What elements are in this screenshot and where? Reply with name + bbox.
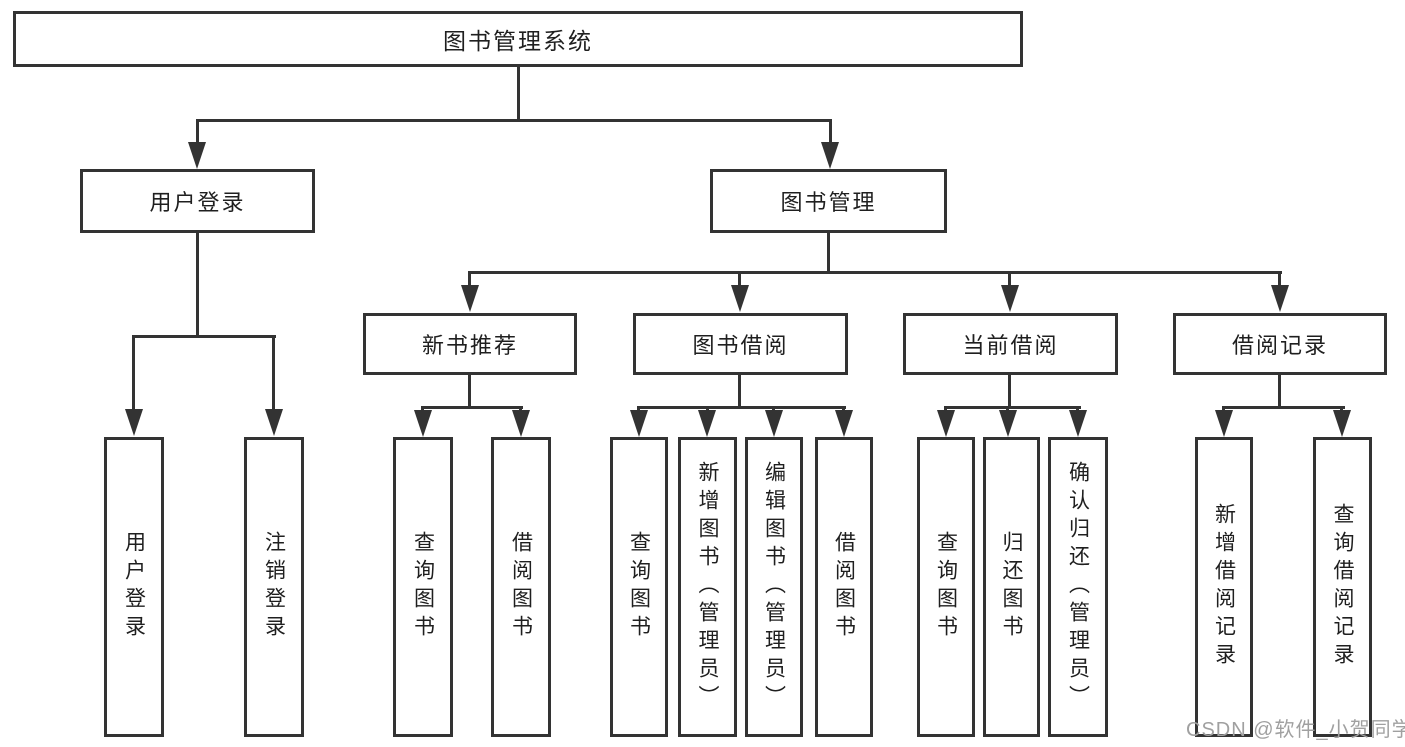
connector-stem xyxy=(196,119,199,145)
node-borrowing-records: 借阅记录 xyxy=(1173,313,1387,375)
leaf-borrow-books-recommend: 借阅图书 xyxy=(491,437,551,737)
node-label: 新增借阅记录 xyxy=(1212,503,1236,671)
node-label: 图书管理系统 xyxy=(443,28,593,54)
node-label: 图书借阅 xyxy=(692,333,789,358)
connector-stem xyxy=(1278,374,1281,408)
node-book-management: 图书管理 xyxy=(710,169,947,233)
connector-stem xyxy=(517,67,520,121)
leaf-user-login: 用户登录 xyxy=(104,437,164,737)
arrow-down-icon xyxy=(125,409,143,436)
node-user-login: 用户登录 xyxy=(80,169,315,233)
arrow-down-icon xyxy=(835,410,853,437)
node-label: 注销登录 xyxy=(262,531,286,643)
connector-bar xyxy=(468,271,1282,274)
connector-bar xyxy=(637,406,846,409)
arrow-down-icon xyxy=(461,285,479,312)
arrow-down-icon xyxy=(265,409,283,436)
node-new-book-recommendation: 新书推荐 xyxy=(363,313,577,375)
connector-stem xyxy=(1278,271,1281,287)
node-library-management-system: 图书管理系统 xyxy=(13,11,1023,67)
connector-stem xyxy=(827,232,830,274)
arrow-down-icon xyxy=(1271,285,1289,312)
node-label: 新书推荐 xyxy=(421,333,518,358)
leaf-return-books: 归还图书 xyxy=(983,437,1040,737)
connector-stem xyxy=(1008,271,1011,287)
node-label: 当前借阅 xyxy=(962,333,1059,358)
connector-stem xyxy=(272,335,275,413)
connector-bar xyxy=(421,406,523,409)
leaf-borrow-books-borrowing: 借阅图书 xyxy=(815,437,873,737)
leaf-add-books-admin: 新增图书（管理员） xyxy=(678,437,737,737)
arrow-down-icon xyxy=(1069,410,1087,437)
connector-stem xyxy=(829,119,832,145)
node-label: 确认归还（管理员） xyxy=(1066,461,1090,713)
arrow-down-icon xyxy=(188,142,206,169)
connector-bar xyxy=(132,335,276,338)
connector-bar xyxy=(196,119,832,122)
node-label: 用户登录 xyxy=(149,190,246,215)
leaf-add-borrow-record: 新增借阅记录 xyxy=(1195,437,1253,737)
node-label: 图书管理 xyxy=(780,190,877,215)
node-label: 查询图书 xyxy=(934,531,958,643)
node-current-borrowing: 当前借阅 xyxy=(903,313,1118,375)
arrow-down-icon xyxy=(937,410,955,437)
leaf-query-books-recommend: 查询图书 xyxy=(393,437,453,737)
node-label: 编辑图书（管理员） xyxy=(762,461,786,713)
connector-stem xyxy=(738,271,741,287)
arrow-down-icon xyxy=(821,142,839,169)
connector-stem xyxy=(468,374,471,408)
arrow-down-icon xyxy=(1215,410,1233,437)
connector-stem xyxy=(468,271,471,287)
node-label: 查询图书 xyxy=(627,531,651,643)
arrow-down-icon xyxy=(731,285,749,312)
arrow-down-icon xyxy=(765,410,783,437)
node-label: 查询图书 xyxy=(411,531,435,643)
node-label: 用户登录 xyxy=(122,531,146,643)
leaf-edit-books-admin: 编辑图书（管理员） xyxy=(745,437,803,737)
node-label: 归还图书 xyxy=(1000,531,1023,643)
leaf-logout: 注销登录 xyxy=(244,437,304,737)
arrow-down-icon xyxy=(999,410,1017,437)
arrow-down-icon xyxy=(414,410,432,437)
watermark: CSDN @软件_小贺同学 xyxy=(1186,719,1405,741)
arrow-down-icon xyxy=(1001,285,1019,312)
connector-stem xyxy=(132,335,135,413)
arrow-down-icon xyxy=(698,410,716,437)
arrow-down-icon xyxy=(630,410,648,437)
node-label: 借阅记录 xyxy=(1231,333,1328,358)
node-label: 查询借阅记录 xyxy=(1331,503,1354,671)
leaf-query-books-borrowing: 查询图书 xyxy=(610,437,668,737)
node-label: 新增图书（管理员） xyxy=(696,461,719,713)
connector-bar xyxy=(944,406,1081,409)
connector-bar xyxy=(1222,406,1345,409)
connector-stem xyxy=(1008,374,1011,408)
leaf-query-books-current: 查询图书 xyxy=(917,437,975,737)
leaf-confirm-return-admin: 确认归还（管理员） xyxy=(1048,437,1108,737)
connector-stem xyxy=(196,233,199,337)
leaf-query-borrow-record: 查询借阅记录 xyxy=(1313,437,1372,737)
node-label: 借阅图书 xyxy=(832,531,856,643)
arrow-down-icon xyxy=(512,410,530,437)
node-book-borrowing: 图书借阅 xyxy=(633,313,848,375)
arrow-down-icon xyxy=(1333,410,1351,437)
connector-stem xyxy=(738,374,741,408)
node-label: 借阅图书 xyxy=(509,531,533,643)
